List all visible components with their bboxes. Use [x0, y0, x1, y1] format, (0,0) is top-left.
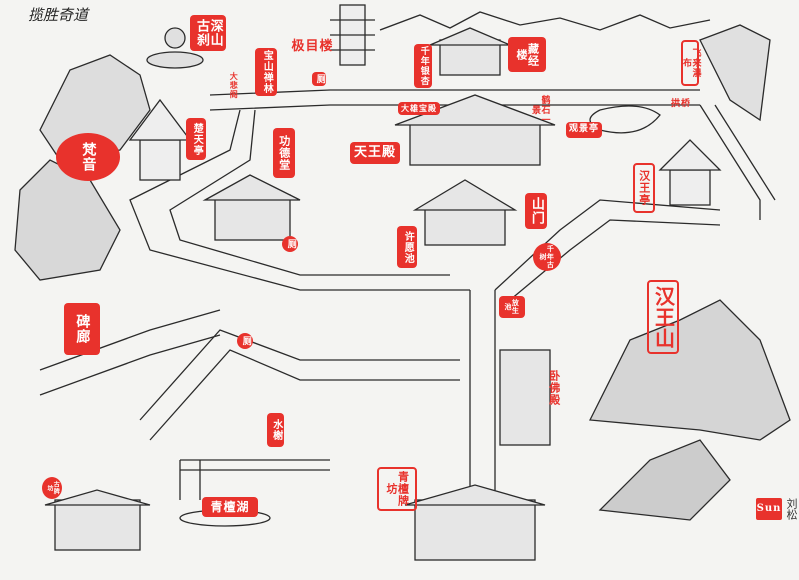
mountain-hanwang: [588, 299, 791, 441]
label-baoshan-chanlin[interactable]: 宝山禅林: [255, 48, 277, 96]
label-wofo-dian[interactable]: 卧佛殿: [547, 370, 561, 406]
label-hanwang-ting[interactable]: 汉王亭: [633, 163, 655, 213]
shanmen-gate: [412, 179, 518, 246]
road-curve-2: [169, 109, 450, 276]
label-gongqiao[interactable]: 拱桥: [670, 99, 691, 110]
label-fangsheng-chi[interactable]: 放生池: [499, 296, 525, 318]
road-upper: [209, 89, 700, 111]
road-to-gate: [179, 460, 201, 500]
label-xuyuan-chi[interactable]: 许愿池: [397, 226, 417, 268]
label-cangjing-lou[interactable]: 藏经楼: [508, 37, 546, 72]
waterfall-cliff: [699, 24, 771, 122]
road-left-lower: [139, 329, 460, 441]
label-qingtan-paifang[interactable]: 青檀牌坊: [377, 467, 417, 511]
chutian-pavilion: [128, 98, 192, 181]
label-hanwang-shan[interactable]: 汉王山: [647, 280, 679, 354]
upper-hall: [429, 27, 511, 76]
label-dabei-ge[interactable]: 大悲阁: [229, 71, 240, 99]
buddha-statue: [146, 27, 204, 69]
road-s-curve: [589, 105, 661, 134]
label-qiannian-yinxing[interactable]: 千年银杏: [414, 44, 432, 88]
label-toilet-3[interactable]: 厕: [237, 333, 253, 349]
road-main: [469, 290, 496, 500]
label-daxiong-baodian[interactable]: 大雄宝殿: [398, 102, 440, 115]
front-gate-paifang: [404, 484, 546, 561]
pagoda-jimu: [330, 4, 375, 66]
label-heshi-yijing[interactable]: 鹤石一景: [530, 95, 550, 125]
wofo-hall: [499, 349, 551, 446]
label-shanmen[interactable]: 山门: [525, 193, 547, 229]
label-shenshan-gucha[interactable]: 深山古刹: [190, 15, 226, 51]
long-corridor: [39, 309, 221, 396]
road-right-edge: [699, 104, 776, 220]
road-curve: [129, 109, 470, 291]
water-pavilion-bridge: [180, 459, 330, 471]
label-qiannian-gushu[interactable]: 千年古树: [533, 243, 561, 271]
mountain-lower-right: [598, 439, 731, 521]
road-right: [494, 199, 721, 301]
label-gongde-tang[interactable]: 功德堂: [273, 128, 295, 178]
hanwang-pavilion: [658, 139, 722, 206]
label-tianwang-dian[interactable]: 天王殿: [350, 142, 400, 164]
gongde-hall: [202, 174, 301, 241]
artist-seal: Sun: [756, 498, 782, 520]
label-guanjing-ting[interactable]: 观景亭: [566, 122, 602, 138]
stone-paifang: [44, 489, 151, 551]
map-title: 揽胜奇道: [28, 6, 89, 24]
label-gu-paifang[interactable]: 古牌坊: [42, 477, 62, 499]
label-jimu-lou[interactable]: 极目楼: [291, 39, 334, 55]
label-toilet-2[interactable]: 厕: [282, 236, 298, 252]
label-bei-lang[interactable]: 碑廊: [64, 303, 100, 355]
mountain-left-lower: [14, 159, 121, 281]
label-toilet-1[interactable]: 厕: [312, 72, 326, 86]
label-chutian-ting[interactable]: 楚天亭: [186, 118, 206, 160]
label-fanyin[interactable]: 梵音: [56, 133, 120, 181]
artist-signature: 刘松: [785, 498, 798, 520]
label-qingtan-hu[interactable]: 青檀湖: [202, 497, 258, 517]
label-shui-xie[interactable]: 水榭: [267, 413, 284, 447]
label-feilai-pubu[interactable]: 飞来瀑布: [681, 40, 700, 86]
main-hall: [394, 94, 556, 166]
mountain-range-top: [379, 11, 711, 31]
